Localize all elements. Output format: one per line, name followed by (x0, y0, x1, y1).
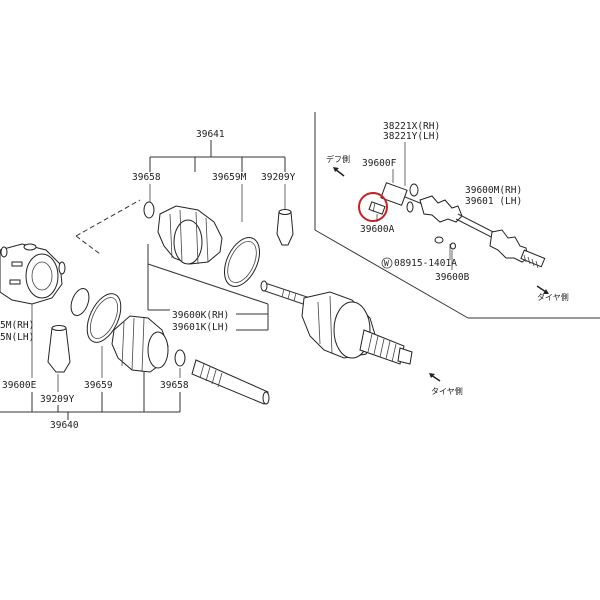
label-39600m: 39600M(RH) (465, 185, 522, 196)
label-39600k-rh: 39600K(RH) (172, 310, 229, 321)
label-39641: 39641 (196, 129, 225, 140)
boot-bottom (111, 315, 169, 373)
label-39209y-top: 39209Y (261, 172, 296, 183)
svg-text:デフ側: デフ側 (326, 154, 350, 164)
label-39640: 39640 (50, 420, 79, 431)
label-m-rh: 5M(RH) (0, 320, 34, 331)
tire-side-right-note: タイヤ側 (536, 285, 569, 302)
svg-text:タイヤ側: タイヤ側 (431, 386, 463, 396)
bracket-39641: 39641 (149, 129, 286, 172)
highlight-circle (358, 192, 388, 222)
tire-side-center-note: タイヤ側 (429, 373, 463, 396)
shaft-bottom (191, 359, 270, 405)
inset-shaft-assembly (368, 182, 546, 269)
label-38221y: 38221Y(LH) (383, 131, 440, 142)
bracket-39600k (147, 264, 269, 331)
label-39658-bottom: 39658 (160, 380, 189, 391)
label-39600e: 39600E (2, 380, 37, 391)
exploded-region-frame (75, 199, 269, 305)
boot-top (157, 205, 223, 265)
label-39601k-lh: 39601K(LH) (172, 322, 229, 333)
band-ring-bottom (86, 293, 122, 343)
label-39600a: 39600A (360, 224, 395, 235)
label-39209y-bottom: 39209Y (40, 394, 75, 405)
clip-ring-top (143, 201, 155, 219)
svg-text:W: W (384, 259, 389, 268)
label-n-lh: 5N(LH) (0, 332, 34, 343)
label-39659: 39659 (84, 380, 113, 391)
snap-ring-left (70, 288, 90, 316)
label-08915: 08915-1401A (394, 258, 457, 269)
inset-frame (314, 112, 600, 319)
inner-housing (0, 243, 66, 305)
label-38221x: 38221X(RH) (383, 121, 440, 132)
clip-ring-bottom (174, 349, 186, 367)
svg-text:タイヤ側: タイヤ側 (537, 292, 569, 302)
label-39659m: 39659M (212, 172, 247, 183)
label-39600f: 39600F (362, 158, 397, 169)
bracket-39640: 39640 (0, 372, 181, 431)
w-mark-icon: W (381, 257, 393, 269)
label-39658-top: 39658 (132, 172, 161, 183)
grease-tube-bottom (47, 325, 71, 373)
label-39600b: 39600B (435, 272, 470, 283)
diff-side-note: デフ側 (326, 154, 350, 177)
label-39601: 39601 (LH) (465, 196, 522, 207)
band-ring-top (224, 237, 260, 287)
grease-tube-top (276, 209, 294, 246)
outer-stub (359, 329, 413, 365)
